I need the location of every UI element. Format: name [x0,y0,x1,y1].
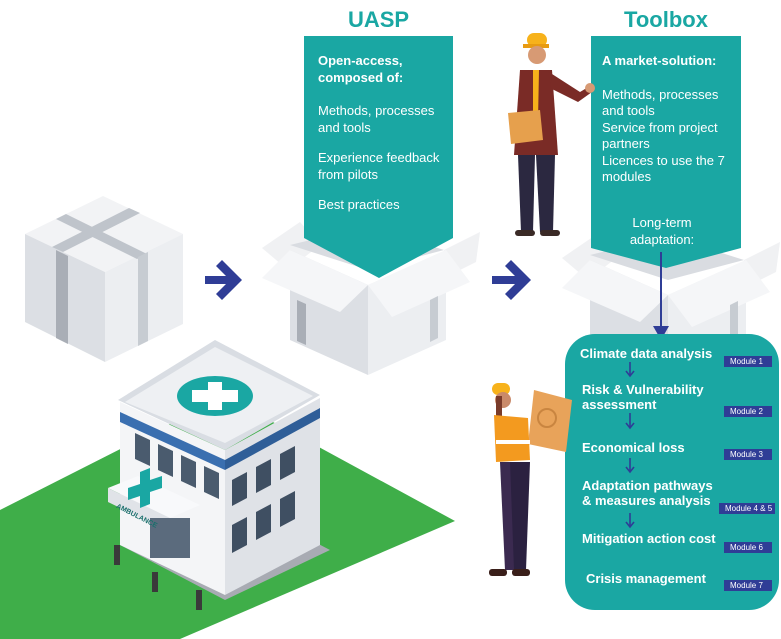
module-label: Mitigation action cost [582,531,716,546]
modules-panel [565,334,779,610]
module-label: Economical loss [582,440,685,455]
module-label: Climate data analysis [580,346,713,361]
uasp-content: Open-access, composed of: Methods, proce… [318,53,448,214]
toolbox-item: Licences to use the 7 modules [602,152,725,185]
toolbox-title: Toolbox [624,7,708,32]
module-tag: Module 7 [724,580,772,591]
toolbox-item: Service from project partners [602,119,718,152]
module-tag: Module 4 & 5 [719,503,775,514]
arrow-icon-1 [205,260,242,300]
toolbox-item: Methods, processes and tools [602,86,719,119]
connector-arrowhead [653,326,669,340]
uasp-item: Methods, processes and tools [318,103,435,135]
engineer-woman-figure [489,383,572,576]
engineer-man-figure [508,33,595,236]
module-label: Risk & Vulnerability assessment [582,382,704,412]
module-tag: Module 6 [724,542,772,553]
hospital-building [108,340,330,610]
module-tag: Module 1 [724,356,772,367]
closed-box-illustration [25,196,183,362]
module-tag: Module 3 [724,449,772,460]
long-term-label: Long-term adaptation: [618,215,706,248]
toolbox-content: A market-solution: Methods, processes an… [602,53,734,186]
module-tag: Module 2 [724,406,772,417]
uasp-heading: Open-access, composed of: [318,53,404,85]
toolbox-heading: A market-solution: [602,53,717,68]
arrow-icon-2 [492,260,531,300]
module-label: Crisis management [586,571,706,586]
toolbox-banner [591,36,741,268]
uasp-item: Best practices [318,197,400,212]
module-label: Adaptation pathways & measures analysis [582,478,713,508]
uasp-banner [304,36,453,278]
uasp-item: Experience feedback from pilots [318,150,440,182]
module-flow-arrows [625,362,635,529]
uasp-title: UASP [347,7,410,32]
